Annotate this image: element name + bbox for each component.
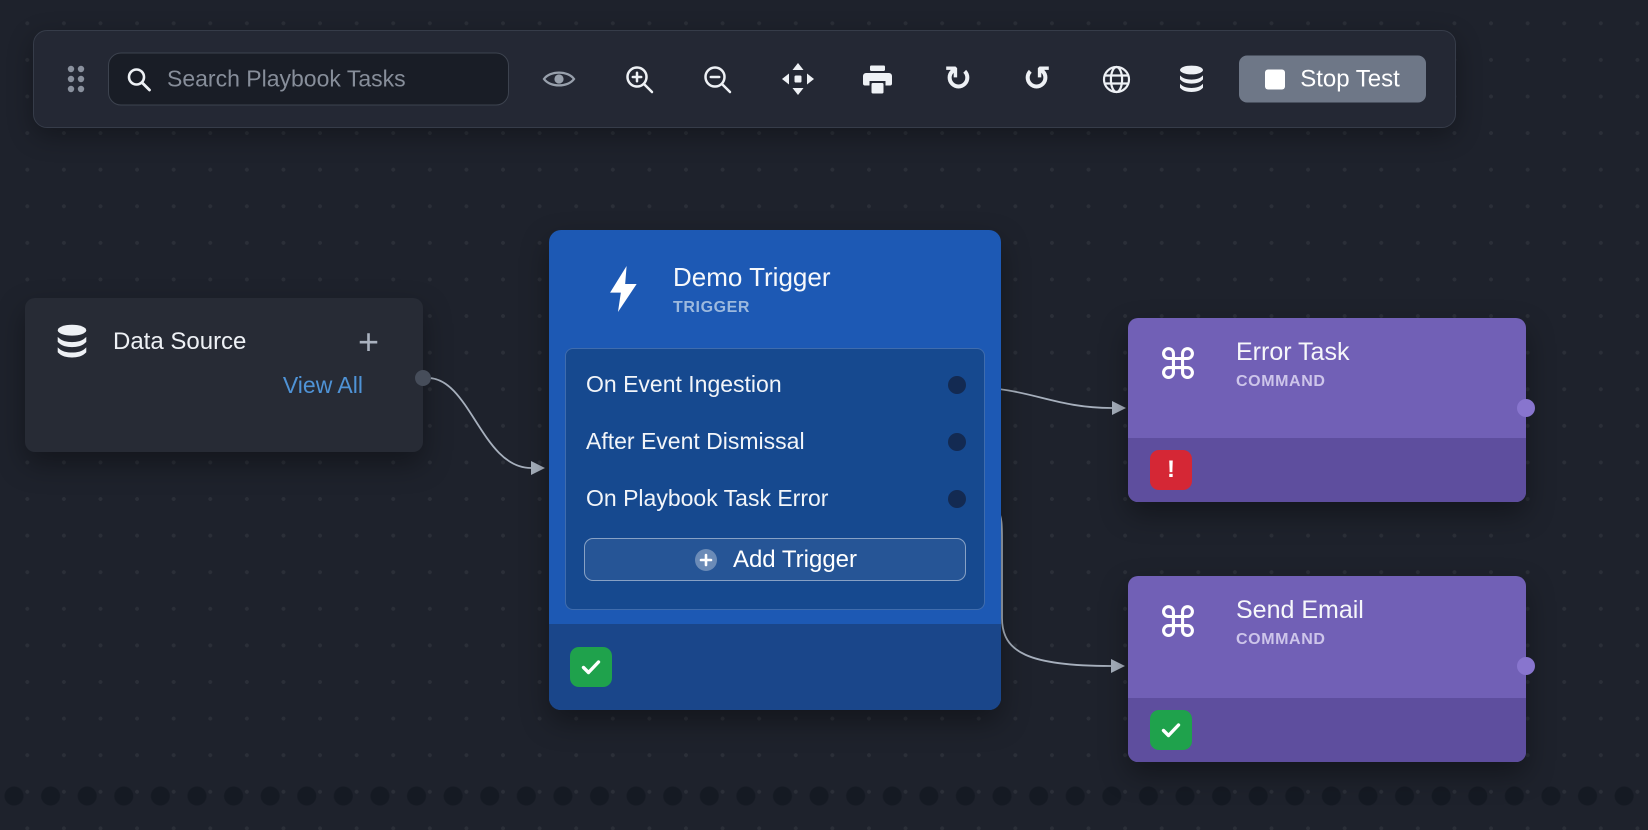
data-source-node[interactable]: Data Source + View All [25, 298, 431, 452]
trigger-status-bar [549, 624, 1001, 710]
database-button[interactable] [1167, 55, 1215, 103]
add-trigger-label: Add Trigger [732, 545, 858, 573]
redo-icon: ↻ [943, 59, 973, 99]
globe-icon [1102, 65, 1130, 93]
add-data-source-button[interactable]: + [357, 320, 379, 362]
fit-view-button[interactable] [774, 55, 822, 103]
toolbar-drag-handle[interactable] [52, 55, 100, 103]
trigger-output-port[interactable] [948, 375, 966, 394]
undo-icon: ↺ [1022, 59, 1052, 99]
trigger-row-label: On Event Ingestion [586, 371, 782, 397]
send-email-title: Send Email [1236, 596, 1364, 624]
database-icon [57, 324, 87, 358]
printer-icon [862, 65, 892, 93]
undo-button[interactable]: ↺ [1013, 55, 1061, 103]
error-task-node[interactable]: ⌘ Error Task COMMAND ! [1128, 318, 1535, 502]
canvas-grid-major-dots [0, 782, 1648, 810]
error-task-header: ⌘ Error Task COMMAND [1128, 318, 1526, 391]
print-button[interactable] [853, 55, 901, 103]
eye-icon [542, 71, 576, 87]
check-icon [581, 660, 601, 675]
fit-view-icon [782, 63, 814, 95]
error-task-output-port[interactable] [1517, 399, 1535, 417]
demo-trigger-node[interactable]: Demo Trigger TRIGGER On Event Ingestion … [549, 230, 1001, 710]
visibility-toggle-button[interactable] [535, 55, 583, 103]
data-source-header: Data Source + [25, 298, 423, 360]
view-all-link[interactable]: View All [282, 372, 363, 398]
plus-circle-icon [694, 548, 717, 571]
edge-datasource-to-trigger [427, 377, 532, 469]
trigger-list-panel: On Event Ingestion After Event Dismissal… [565, 348, 985, 610]
error-task-status-bar: ! [1128, 438, 1526, 502]
trigger-type-label: TRIGGER [673, 298, 751, 316]
command-icon: ⌘ [1157, 597, 1199, 647]
canvas-toolbar: ↻ ↺ Stop Test [33, 30, 1456, 128]
add-trigger-button[interactable]: Add Trigger [584, 538, 966, 581]
send-email-node[interactable]: ⌘ Send Email COMMAND [1128, 576, 1535, 762]
error-task-type-label: COMMAND [1236, 373, 1326, 390]
trigger-output-port[interactable] [948, 432, 966, 451]
exclamation-icon: ! [1167, 456, 1175, 483]
send-email-type-label: COMMAND [1236, 631, 1326, 648]
zoom-out-icon [703, 65, 731, 93]
edge-arrowhead [1111, 659, 1125, 673]
redo-button[interactable]: ↻ [934, 55, 982, 103]
zoom-in-icon [625, 65, 653, 93]
data-source-output-port[interactable] [415, 370, 431, 386]
error-task-title: Error Task [1236, 338, 1350, 366]
data-source-title: Data Source [113, 328, 247, 355]
trigger-row-after-event-dismissal[interactable]: After Event Dismissal [566, 413, 984, 470]
trigger-header: Demo Trigger TRIGGER [549, 230, 1001, 348]
lightning-icon [610, 266, 637, 312]
stop-test-button[interactable]: Stop Test [1239, 55, 1426, 103]
stop-test-label: Stop Test [1300, 65, 1400, 92]
trigger-title: Demo Trigger [673, 261, 831, 292]
search-container [108, 52, 509, 106]
edge-arrowhead [531, 461, 545, 475]
send-email-output-port[interactable] [1517, 657, 1535, 675]
send-email-status-bar [1128, 698, 1526, 762]
trigger-row-label: On Playbook Task Error [586, 485, 829, 511]
edge-arrowhead [1112, 401, 1126, 415]
trigger-row-on-playbook-task-error[interactable]: On Playbook Task Error [566, 470, 984, 527]
trigger-row-on-event-ingestion[interactable]: On Event Ingestion [566, 356, 984, 413]
trigger-output-port[interactable] [948, 489, 966, 508]
zoom-in-button[interactable] [615, 55, 663, 103]
trigger-success-badge[interactable] [570, 647, 612, 687]
command-icon: ⌘ [1157, 339, 1199, 389]
globe-button[interactable] [1092, 55, 1140, 103]
search-input[interactable] [108, 52, 509, 106]
stop-icon [1265, 69, 1286, 89]
check-icon [1161, 723, 1181, 738]
send-email-header: ⌘ Send Email COMMAND [1128, 576, 1526, 649]
error-status-badge[interactable]: ! [1150, 450, 1192, 490]
trigger-row-label: After Event Dismissal [586, 428, 805, 454]
success-status-badge[interactable] [1150, 710, 1192, 750]
zoom-out-button[interactable] [693, 55, 741, 103]
database-icon [1179, 65, 1203, 92]
drag-handle-icon [67, 65, 85, 93]
